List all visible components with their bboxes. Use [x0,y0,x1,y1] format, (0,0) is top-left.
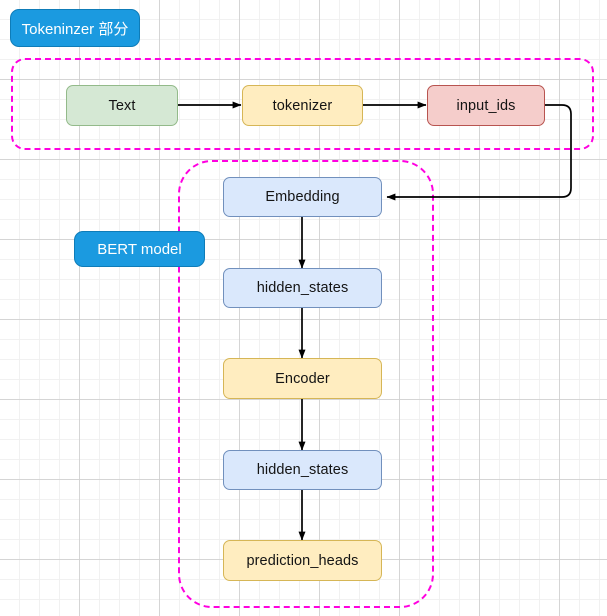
node-hidden-states-1[interactable]: hidden_states [223,268,382,308]
node-text-label: Text [108,97,136,114]
group-label-bert-model-text: BERT model [97,240,182,258]
node-embedding-label: Embedding [265,189,340,205]
node-hidden-states-1-label: hidden_states [256,280,349,296]
node-embedding[interactable]: Embedding [223,177,382,217]
node-encoder-label: Encoder [275,370,330,387]
group-frame-bert-model[interactable] [178,160,434,608]
node-hidden-states-2[interactable]: hidden_states [223,450,382,490]
node-prediction-heads[interactable]: prediction_heads [223,540,382,581]
node-text[interactable]: Text [66,85,178,126]
group-label-tokenizer-text: Tokeninzer 部分 [21,20,129,38]
node-tokenizer[interactable]: tokenizer [242,85,363,126]
node-hidden-states-2-label: hidden_states [256,462,349,478]
node-encoder[interactable]: Encoder [223,358,382,399]
group-frame-tokenizer[interactable] [11,58,594,150]
group-label-tokenizer[interactable]: Tokeninzer 部分 [10,9,140,47]
group-label-bert-model[interactable]: BERT model [74,231,205,267]
node-tokenizer-label: tokenizer [272,97,333,114]
node-input-ids[interactable]: input_ids [427,85,545,126]
node-prediction-heads-label: prediction_heads [246,552,359,569]
node-input-ids-label: input_ids [456,97,516,114]
